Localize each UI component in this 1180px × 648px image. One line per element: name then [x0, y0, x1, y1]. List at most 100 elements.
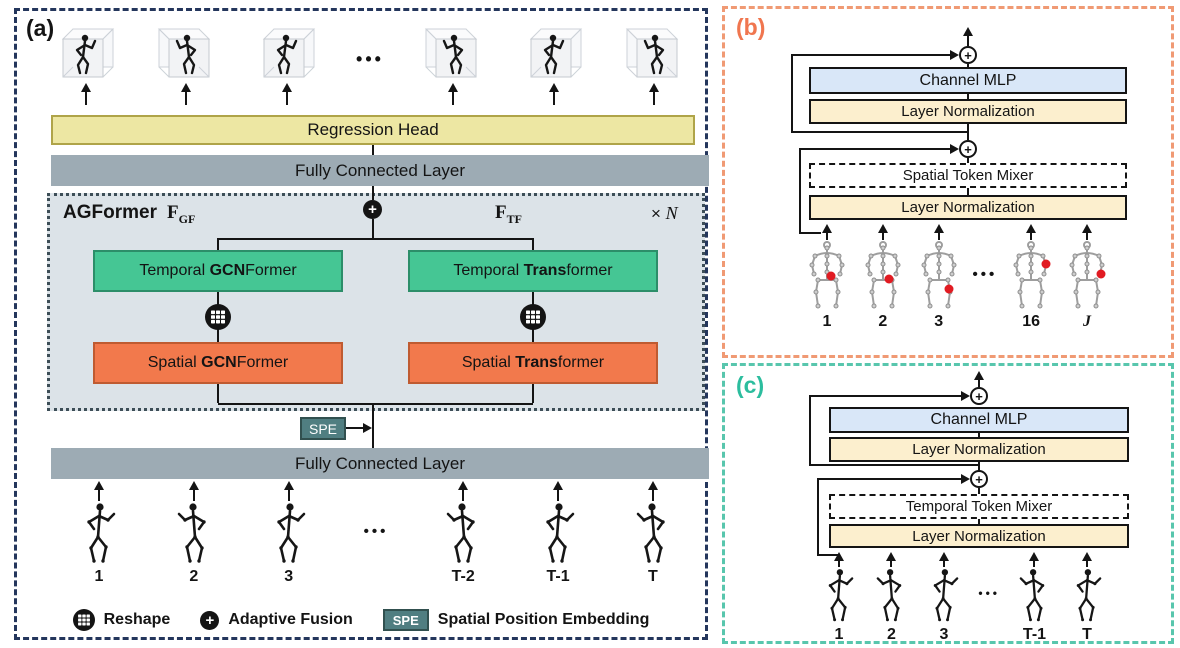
panel-b-label: (b)	[736, 14, 766, 40]
residual-line	[791, 54, 793, 133]
skeleton-2d: 3	[926, 552, 962, 644]
fully-connected-top-box: Fully Connected Layer	[51, 155, 709, 186]
residual-line	[817, 478, 961, 480]
connector-line	[978, 488, 980, 494]
up-arrow	[885, 552, 897, 567]
up-arrow	[821, 224, 833, 240]
spatial-transformer-box: Spatial Transformer	[408, 342, 658, 384]
residual-line	[809, 395, 961, 397]
skeleton-2d: 3	[269, 481, 309, 586]
input-pose-row: 1 2 3 ••• T-2 T-1 T	[79, 481, 673, 586]
legend-adaptive-fusion: + Adaptive Fusion	[200, 610, 353, 630]
reshape-icon	[520, 304, 546, 330]
adaptive-fusion-icon: +	[200, 610, 220, 630]
frame-token-row: 1 2 3 ••• T-1 T	[821, 552, 1105, 644]
skeleton-joint: 2	[861, 224, 905, 331]
skeleton-2d: T	[633, 481, 673, 586]
frame-label: 1	[94, 568, 104, 585]
residual-arrowhead	[961, 391, 970, 401]
up-arrow	[447, 83, 459, 105]
dots-icon: •••	[978, 586, 1001, 600]
reshape-icon	[205, 304, 231, 330]
pose3d-thumb	[256, 23, 318, 105]
up-arrow	[1025, 224, 1037, 240]
skeleton-2d: T-1	[1016, 552, 1052, 644]
fully-connected-bottom-box: Fully Connected Layer	[51, 448, 709, 479]
pose3d-thumb	[155, 23, 217, 105]
joint-label: 2	[878, 313, 888, 330]
connector-line	[532, 238, 534, 250]
up-arrow	[93, 481, 105, 501]
residual-arrowhead	[961, 474, 970, 484]
up-arrow	[283, 481, 295, 501]
frame-label: 1	[834, 626, 844, 643]
skeleton-2d: T	[1069, 552, 1105, 644]
agformer-title: AGFormer	[63, 202, 157, 223]
skeleton-joint: 3	[917, 224, 961, 331]
panel-c-label: (c)	[736, 372, 765, 398]
connector-line	[217, 238, 219, 250]
residual-add-icon: +	[959, 140, 977, 158]
up-arrow	[833, 552, 845, 567]
frame-label: T-2	[451, 568, 475, 585]
channel-mlp-box: Channel MLP	[809, 67, 1127, 94]
temporal-token-mixer-box: Temporal Token Mixer	[829, 494, 1129, 519]
pose3d-thumb	[523, 23, 585, 105]
feature-gf-label: FGF	[167, 202, 196, 226]
skeleton-2d: 2	[174, 481, 214, 586]
skeleton-joint: 1	[805, 224, 849, 331]
ellipsis: •••	[364, 523, 389, 540]
pose3d-thumb	[55, 23, 117, 105]
up-arrow	[80, 83, 92, 105]
up-arrow	[457, 481, 469, 501]
legend-reshape-label: Reshape	[103, 611, 171, 628]
layer-norm-top-box: Layer Normalization	[809, 99, 1127, 124]
spe-box: SPE	[300, 417, 346, 440]
residual-line	[817, 478, 819, 556]
frame-label: T-1	[546, 568, 570, 585]
connector-line	[967, 124, 969, 140]
frame-label: T	[648, 568, 658, 585]
legend: Reshape + Adaptive Fusion SPE Spatial Po…	[17, 609, 705, 631]
channel-mlp-box: Channel MLP	[829, 407, 1129, 433]
joint-label: 1	[822, 313, 832, 330]
residual-line	[791, 54, 951, 56]
up-arrow	[938, 552, 950, 567]
residual-arrowhead	[950, 144, 959, 154]
legend-spe: SPE Spatial Position Embedding	[382, 609, 650, 631]
spatial-token-mixer-box: Spatial Token Mixer	[809, 163, 1127, 188]
layer-norm-top-box: Layer Normalization	[829, 437, 1129, 462]
residual-line	[809, 395, 811, 466]
up-arrow	[647, 481, 659, 501]
residual-add-icon: +	[959, 46, 977, 64]
spe-arrowhead	[363, 423, 372, 433]
connector-line	[217, 384, 219, 403]
frame-label: 2	[887, 626, 896, 643]
dots-icon: •••	[972, 266, 998, 283]
up-arrow	[877, 224, 889, 240]
skeleton-2d: T-1	[538, 481, 578, 586]
connector-line	[372, 219, 374, 238]
output-arrow	[973, 371, 985, 387]
reshape-icon	[72, 609, 95, 631]
joint-label: J	[1082, 313, 1091, 330]
residual-add-icon: +	[970, 470, 988, 488]
connector-line	[218, 238, 533, 240]
output-pose-row: •••	[55, 23, 685, 105]
temporal-transformer-box: Temporal Transformer	[408, 250, 658, 292]
residual-line	[809, 464, 980, 466]
up-arrow	[281, 83, 293, 105]
frame-label: 3	[939, 626, 949, 643]
residual-line	[799, 148, 801, 234]
residual-add-icon: +	[970, 387, 988, 405]
joint-token-row: 1 2 3 ••• 16 J	[805, 224, 1109, 331]
skeleton-2d: 1	[821, 552, 857, 644]
up-arrow	[552, 481, 564, 501]
up-arrow	[548, 83, 560, 105]
legend-spe-label: Spatial Position Embedding	[437, 611, 650, 628]
skeleton-joint: 16	[1009, 224, 1053, 331]
residual-line	[799, 232, 821, 234]
ellipsis: •••	[978, 586, 1000, 600]
up-arrow	[188, 481, 200, 501]
